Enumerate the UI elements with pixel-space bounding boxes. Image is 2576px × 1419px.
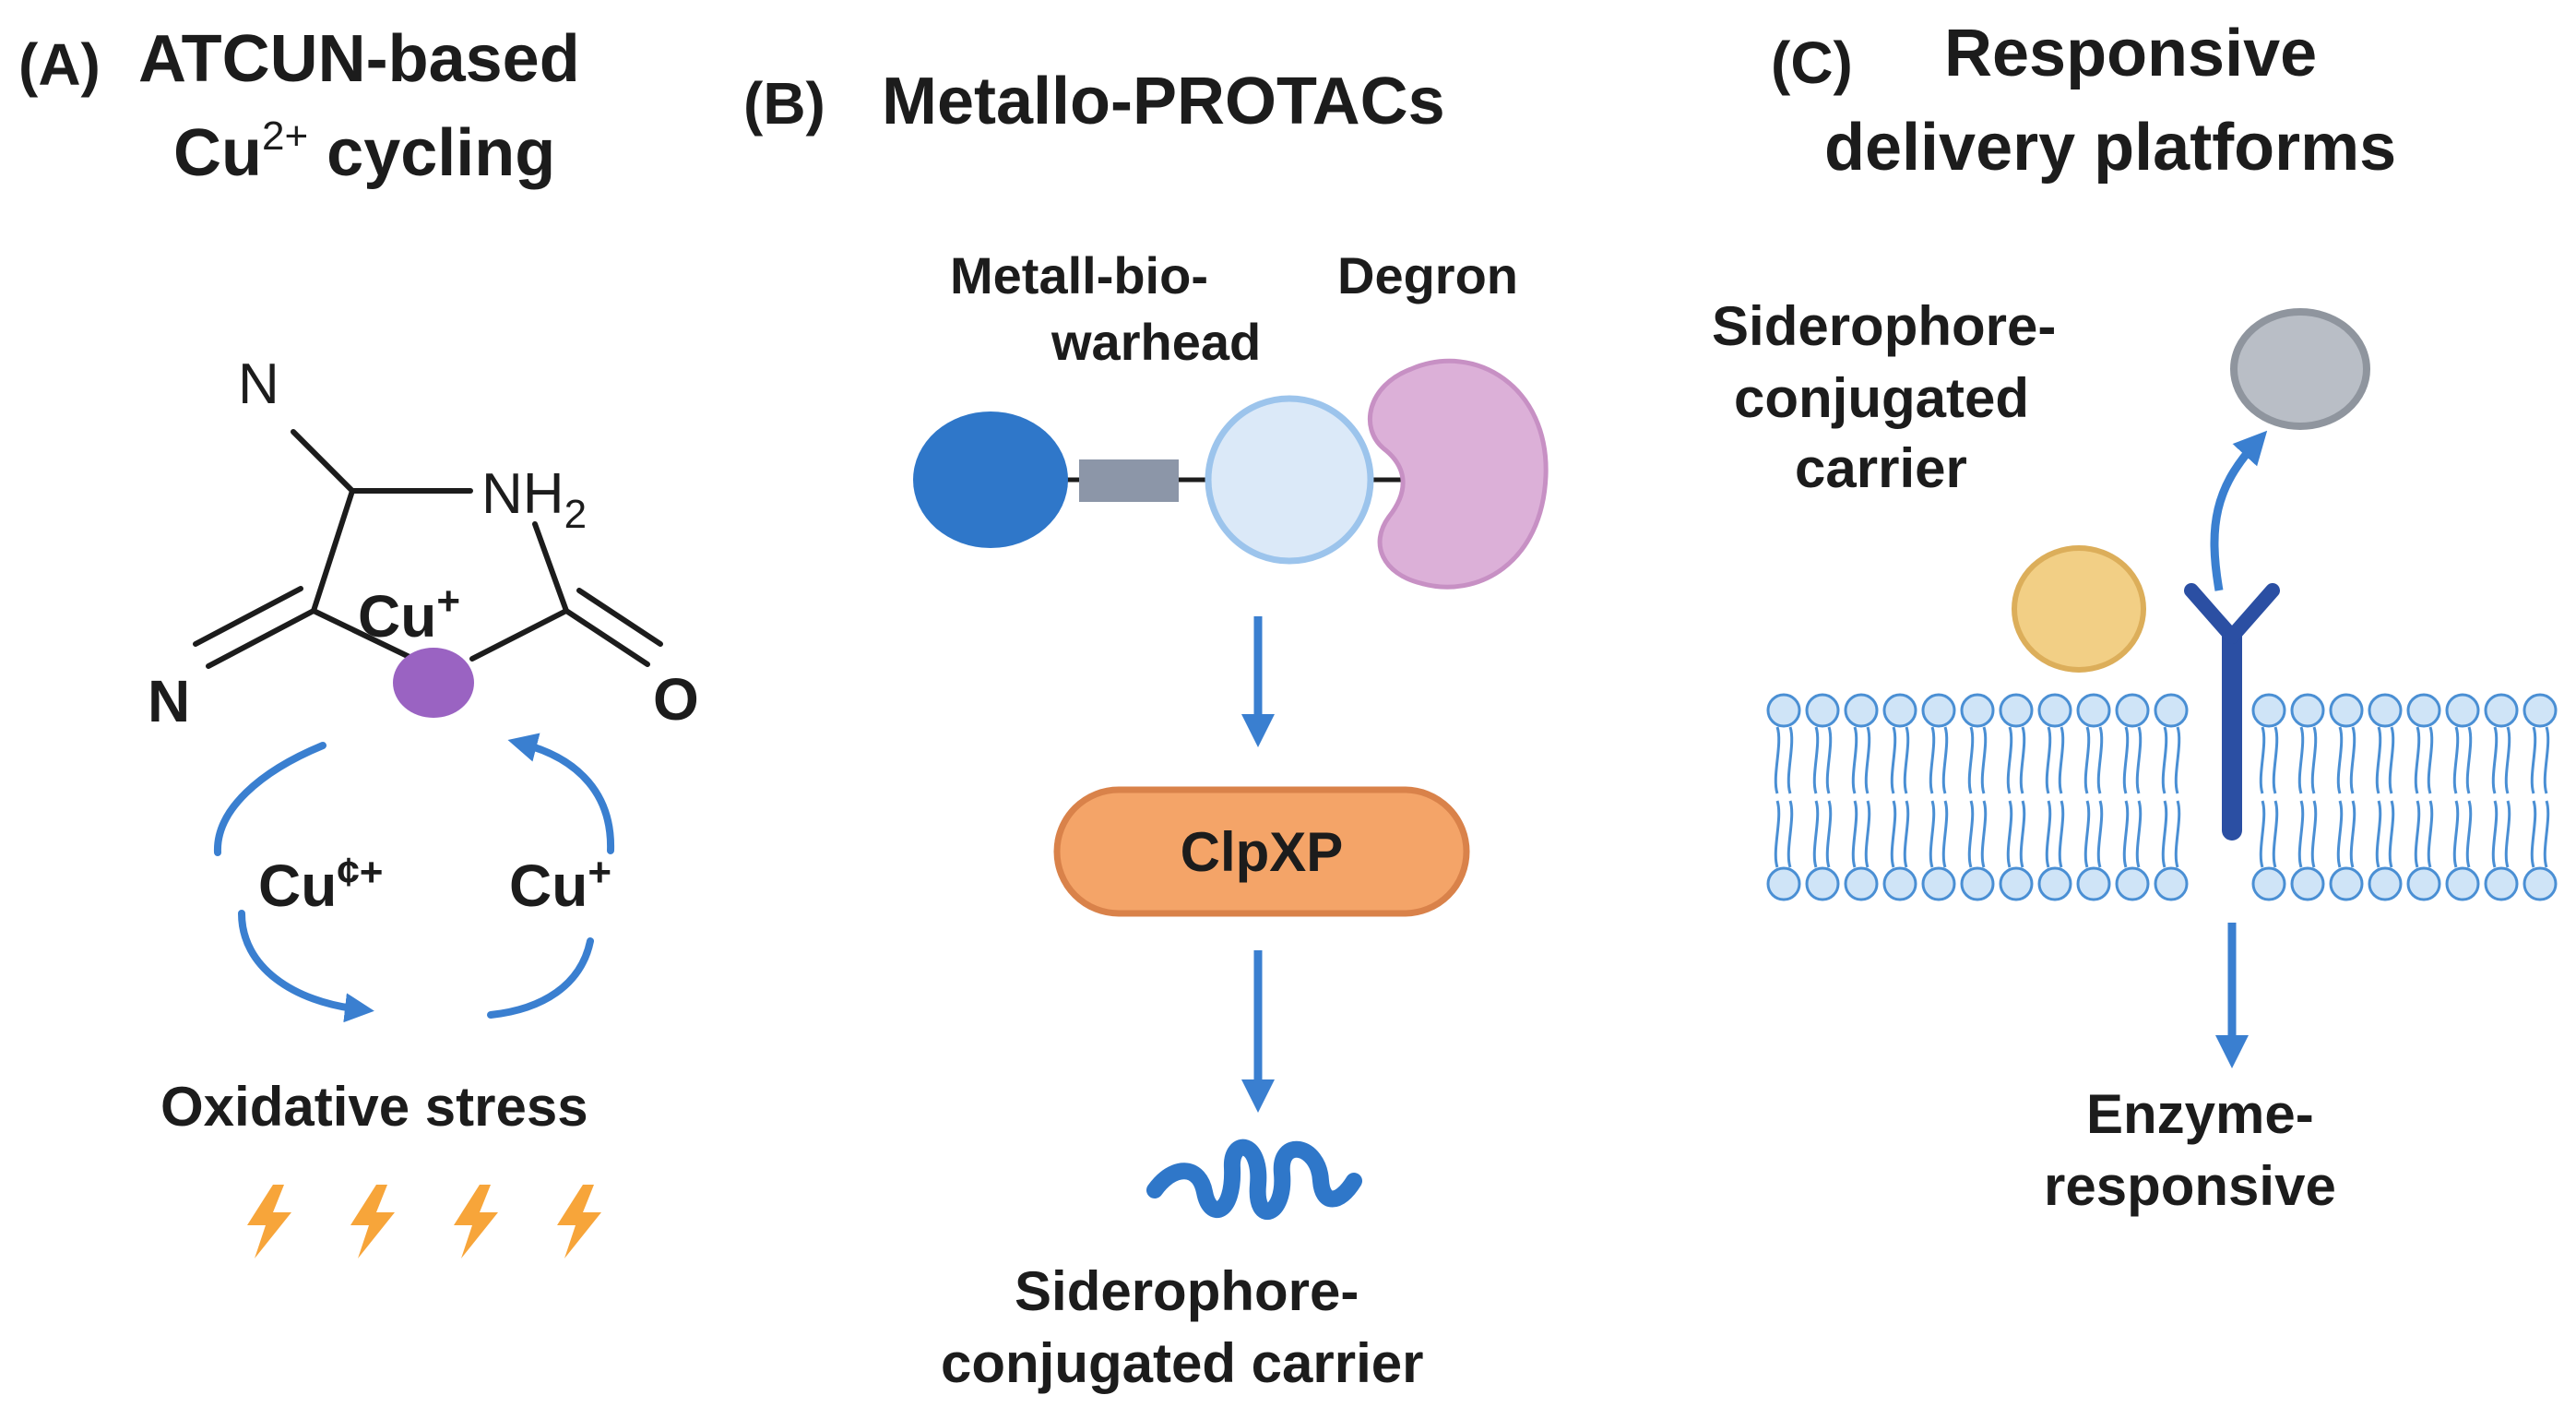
panel-c-title-line1: Responsive — [1944, 17, 2317, 90]
lipid-head — [2329, 693, 2364, 728]
atcun-structure — [193, 429, 663, 669]
panel-a-title-line2: Cu2+ cycling — [173, 113, 555, 190]
carrier-label-line3: carrier — [1795, 437, 1967, 499]
lipid-head — [1882, 693, 1917, 728]
lipid-head — [1766, 693, 1801, 728]
atom-nh2: NH2 — [481, 462, 587, 537]
panel-b-title: Metallo-PROTACs — [882, 65, 1445, 138]
output-label-line1: Siderophore- — [1015, 1260, 1359, 1322]
atom-cu-center: Cu+ — [358, 578, 460, 650]
lipid-head — [2523, 866, 2558, 901]
warhead-label-line2: warhead — [1051, 313, 1261, 371]
warhead-blue-ball — [913, 411, 1068, 548]
lipid-head — [2523, 693, 2558, 728]
oxidative-stress-label: Oxidative stress — [160, 1076, 588, 1138]
lipid-head — [2329, 866, 2364, 901]
lightning-bolt-icon — [454, 1185, 498, 1258]
lipid-head — [2037, 866, 2072, 901]
lipid-head — [2076, 866, 2111, 901]
cycle-arrow-top-right — [507, 733, 615, 854]
release-arrow — [2210, 430, 2268, 591]
enzyme-label-line2: responsive — [2044, 1155, 2336, 1217]
lipid-head — [2484, 866, 2519, 901]
lipid-head — [2076, 693, 2111, 728]
lipid-head — [1921, 866, 1956, 901]
carrier-label-line2: conjugated — [1734, 367, 2029, 429]
lightning-bolt-icon — [247, 1185, 291, 1258]
lipid-head — [1882, 866, 1917, 901]
released-cargo-ball — [2230, 308, 2370, 430]
lipid-head — [1960, 866, 1995, 901]
panel-a-letter: (A) — [18, 31, 101, 98]
binder-light-ball — [1205, 395, 1374, 565]
lipid-head — [2406, 693, 2441, 728]
lipid-head — [2368, 693, 2403, 728]
panel-a-title-line1: ATCUN-based — [138, 22, 580, 96]
clpxp-label: ClpXP — [1181, 821, 1344, 883]
lipid-head — [1844, 866, 1879, 901]
lipid-head — [2445, 693, 2480, 728]
lipid-head — [1999, 693, 2034, 728]
lipid-head — [2290, 866, 2325, 901]
lipid-head — [1844, 693, 1879, 728]
warhead-label-line1: Metall-bio- — [950, 246, 1208, 304]
lightning-bolts — [247, 1185, 601, 1258]
lipid-head — [2406, 866, 2441, 901]
cu-ion-icon — [393, 648, 474, 718]
atom-n-top: N — [238, 352, 279, 416]
lipid-head — [2368, 866, 2403, 901]
panel-a: (A) ATCUN-based Cu2+ cycling N NH2 N O C… — [18, 22, 699, 1258]
panel-c-title-line2: delivery platforms — [1824, 111, 2396, 185]
degron-label: Degron — [1337, 246, 1518, 304]
clpxp-pill: ClpXP — [1053, 786, 1470, 917]
lipid-head — [2290, 693, 2325, 728]
lipid-head — [2037, 693, 2072, 728]
cycle-arrow-bottom-right — [487, 937, 594, 1019]
atom-o-right: O — [653, 666, 699, 733]
panel-b-letter: (B) — [743, 70, 825, 137]
lipid-head — [1805, 866, 1840, 901]
degron-shape — [1368, 358, 1549, 590]
lipid-head — [2251, 693, 2286, 728]
lipid-head — [2115, 693, 2150, 728]
atom-n-left: N — [148, 668, 190, 734]
lightning-bolt-icon — [557, 1185, 601, 1258]
enzyme-label-line1: Enzyme- — [2086, 1083, 2314, 1145]
lipid-head — [1999, 866, 2034, 901]
lipid-head — [1766, 866, 1801, 901]
siderophore-carrier-ball — [2012, 545, 2146, 673]
lipid-head — [1960, 693, 1995, 728]
y-receptor-icon — [2184, 583, 2280, 841]
panel-c-letter: (C) — [1771, 30, 1853, 96]
lipid-head — [2154, 693, 2189, 728]
carrier-label-line1: Siderophore- — [1712, 295, 2056, 357]
lipid-head — [2115, 866, 2150, 901]
lipid-head — [2445, 866, 2480, 901]
lipid-head — [1805, 693, 1840, 728]
protac-construct — [913, 358, 1549, 590]
output-label-line2: conjugated carrier — [941, 1332, 1424, 1394]
lipid-head — [2154, 866, 2189, 901]
cycle-label-right: Cu+ — [509, 850, 611, 919]
lipid-head — [2251, 866, 2286, 901]
cycle-arrow-bottom-left — [238, 910, 374, 1023]
linker-bar — [1079, 459, 1179, 502]
lipid-bilayer-icon — [1766, 693, 2558, 901]
lightning-bolt-icon — [350, 1185, 395, 1258]
squiggle-peptide-icon — [1146, 1139, 1362, 1220]
cycle-label-left: Cu¢+ — [258, 850, 383, 919]
redox-cycle — [213, 733, 615, 1023]
cycle-arrow-top-left — [213, 742, 326, 856]
lipid-head — [2484, 693, 2519, 728]
lipid-head — [1921, 693, 1956, 728]
panel-c: (C) Responsive delivery platforms Sidero… — [1712, 17, 2558, 1217]
panel-b: (B) Metallo-PROTACs Metall-bio- warhead … — [743, 65, 1549, 1394]
